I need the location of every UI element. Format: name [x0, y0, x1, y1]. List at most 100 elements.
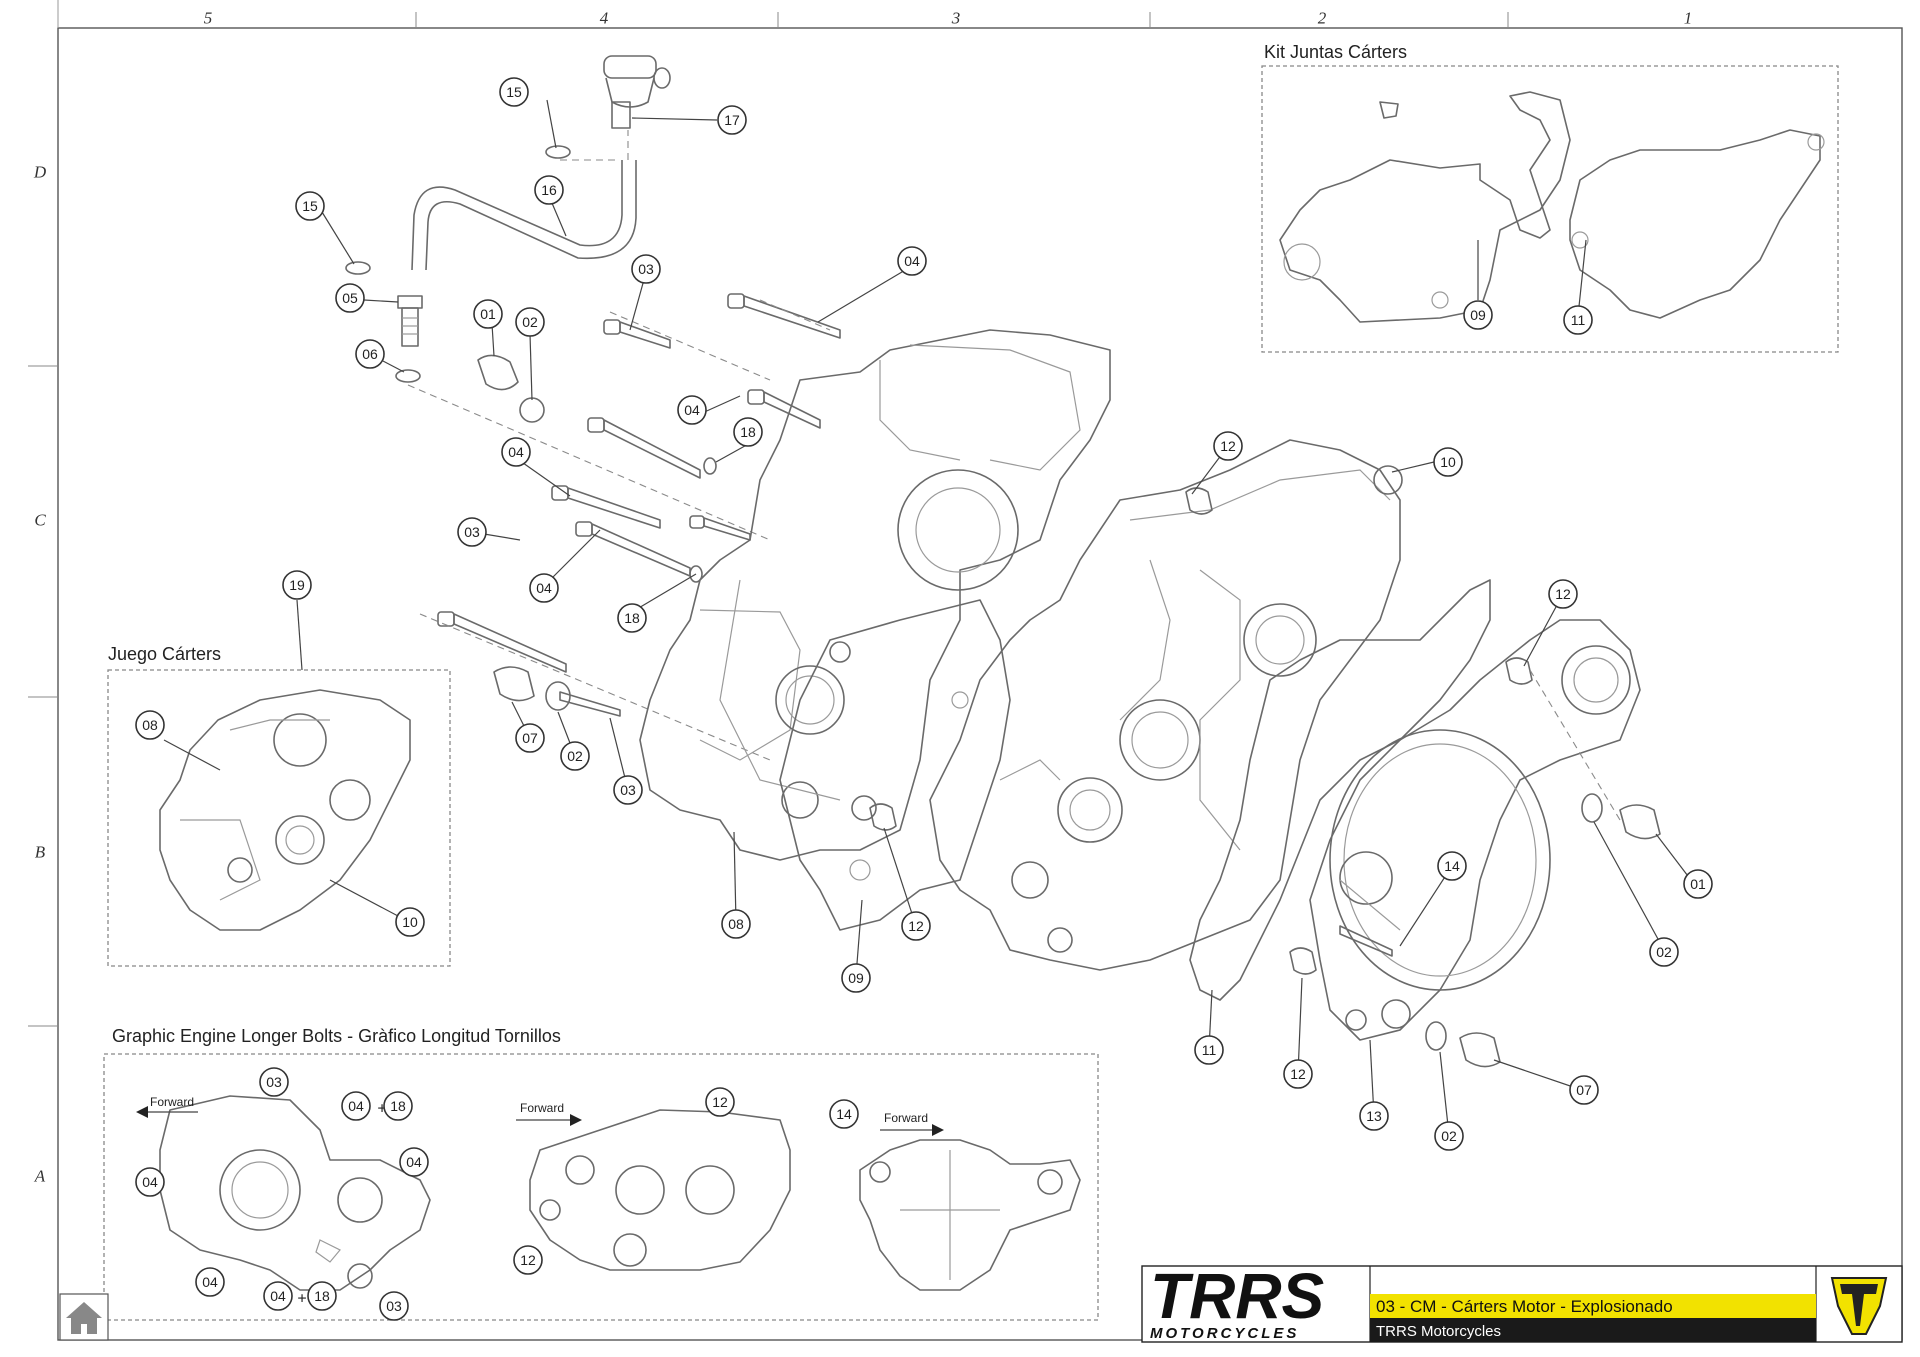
right-small-parts [869, 487, 1661, 1068]
callout-11: 11 [1194, 1035, 1224, 1065]
callout-11-kit: 11 [1563, 305, 1593, 335]
callout-02-left: 02 [560, 741, 590, 771]
bolt-04-long [437, 611, 567, 673]
svg-text:07: 07 [522, 730, 538, 746]
svg-text:02: 02 [1656, 944, 1672, 960]
bolt-04-left [587, 417, 701, 479]
graphic-callout-03-top: 03 [259, 1067, 289, 1097]
callout-10: 10 [1433, 447, 1463, 477]
callouts: 15 17 15 16 05 06 01 02 03 04 04 18 04 0… [135, 77, 1713, 1321]
bolt-04-mid [747, 389, 821, 429]
bolt-graphic-cover: Forward [859, 1111, 1081, 1291]
svg-text:11: 11 [1571, 312, 1586, 328]
callout-02-bottom: 02 [1434, 1121, 1464, 1151]
leader-lines [163, 99, 1695, 1136]
svg-text:04: 04 [508, 444, 524, 460]
forward-arrow-mid: Forward [516, 1101, 582, 1126]
crankcase-right-10 [929, 439, 1403, 971]
callout-12-a: 12 [901, 911, 931, 941]
callout-01-right: 01 [1683, 869, 1713, 899]
svg-text:12: 12 [712, 1094, 728, 1110]
row-ruler: D C B A [33, 163, 47, 1186]
callout-09: 09 [841, 963, 871, 993]
svg-text:01: 01 [1690, 876, 1706, 892]
callout-05: 05 [335, 283, 365, 313]
svg-text:12: 12 [1220, 438, 1236, 454]
svg-text:16: 16 [541, 182, 557, 198]
svg-text:15: 15 [302, 198, 318, 214]
svg-text:01: 01 [480, 306, 496, 322]
svg-text:18: 18 [624, 610, 640, 626]
callout-03-top: 03 [631, 254, 661, 284]
svg-text:03: 03 [638, 261, 654, 277]
bolt-03-upper [603, 319, 671, 349]
bolt-set [419, 293, 841, 761]
trrs-emblem-icon [1830, 1277, 1888, 1335]
graphic-callout-04-right: 04 [399, 1147, 429, 1177]
ruler-col-1: 1 [1684, 9, 1693, 28]
forward-arrow-left: Forward [136, 1095, 198, 1118]
brand-logo-subtext: MOTORCYCLES [1150, 1325, 1299, 1342]
svg-text:02: 02 [522, 314, 538, 330]
plus-sign-top: + [377, 1101, 386, 1118]
ruler-col-2: 2 [1318, 9, 1327, 28]
callout-07-right: 07 [1569, 1075, 1599, 1105]
title-block: 03 - CM - Cárters Motor - Explosionado T… [1141, 1260, 1903, 1343]
juego-carters-section: Juego Cárters [107, 644, 451, 967]
svg-text:14: 14 [1444, 858, 1460, 874]
svg-text:07: 07 [1576, 1082, 1592, 1098]
callout-12-b: 12 [1213, 431, 1243, 461]
crankcase-left-08 [639, 329, 1111, 861]
graphic-callout-12-bottom: 12 [513, 1245, 543, 1275]
callout-03-c: 03 [613, 775, 643, 805]
svg-text:04: 04 [904, 253, 920, 269]
bolt-03-c [551, 485, 661, 529]
breather-assembly [345, 55, 771, 541]
bolt-03-lower [559, 691, 621, 717]
svg-text:04: 04 [406, 1154, 422, 1170]
bolt-graphic-left-case: Forward [136, 1095, 431, 1291]
ruler-row-a: A [34, 1167, 46, 1186]
svg-text:04: 04 [348, 1098, 364, 1114]
callout-04-c: 04 [501, 437, 531, 467]
svg-text:04: 04 [202, 1274, 218, 1290]
svg-text:12: 12 [1290, 1066, 1306, 1082]
callout-01-top: 01 [473, 299, 503, 329]
drawing-subtitle: TRRS Motorcycles [1376, 1323, 1501, 1340]
column-ruler: 5 4 3 2 1 [204, 9, 1693, 28]
svg-text:12: 12 [1555, 586, 1571, 602]
callout-18-b: 18 [617, 603, 647, 633]
bolt-04-c [575, 521, 691, 577]
svg-text:03: 03 [620, 782, 636, 798]
callout-04-b: 04 [677, 395, 707, 425]
svg-text:10: 10 [402, 914, 418, 930]
callout-16: 16 [534, 175, 564, 205]
svg-text:04: 04 [684, 402, 700, 418]
graphic-callout-04-top: 04 [341, 1091, 371, 1121]
callout-18-top: 18 [733, 417, 763, 447]
plus-sign-bottom: + [297, 1291, 306, 1308]
callout-13: 13 [1359, 1101, 1389, 1131]
svg-text:03: 03 [464, 524, 480, 540]
svg-text:19: 19 [289, 577, 305, 593]
drawing-title: 03 - CM - Cárters Motor - Explosionado [1376, 1297, 1673, 1316]
graphic-callout-12-top: 12 [705, 1087, 735, 1117]
svg-text:13: 13 [1366, 1108, 1382, 1124]
forward-label-3: Forward [884, 1111, 928, 1125]
graphic-callout-04-left: 04 [135, 1167, 165, 1197]
forward-label-1: Forward [150, 1095, 194, 1109]
svg-text:15: 15 [506, 84, 522, 100]
subtitle-bar [1370, 1318, 1816, 1342]
svg-text:03: 03 [386, 1298, 402, 1314]
home-button[interactable] [59, 1293, 109, 1341]
callout-19: 19 [282, 570, 312, 600]
svg-text:11: 11 [1202, 1042, 1217, 1058]
graphic-callout-04-bottom-left: 04 [195, 1267, 225, 1297]
svg-text:17: 17 [724, 112, 740, 128]
callout-02-top: 02 [515, 307, 545, 337]
ruler-row-d: D [33, 163, 47, 182]
callout-12-c: 12 [1548, 579, 1578, 609]
bolt-top-04 [727, 293, 841, 339]
svg-text:04: 04 [536, 580, 552, 596]
